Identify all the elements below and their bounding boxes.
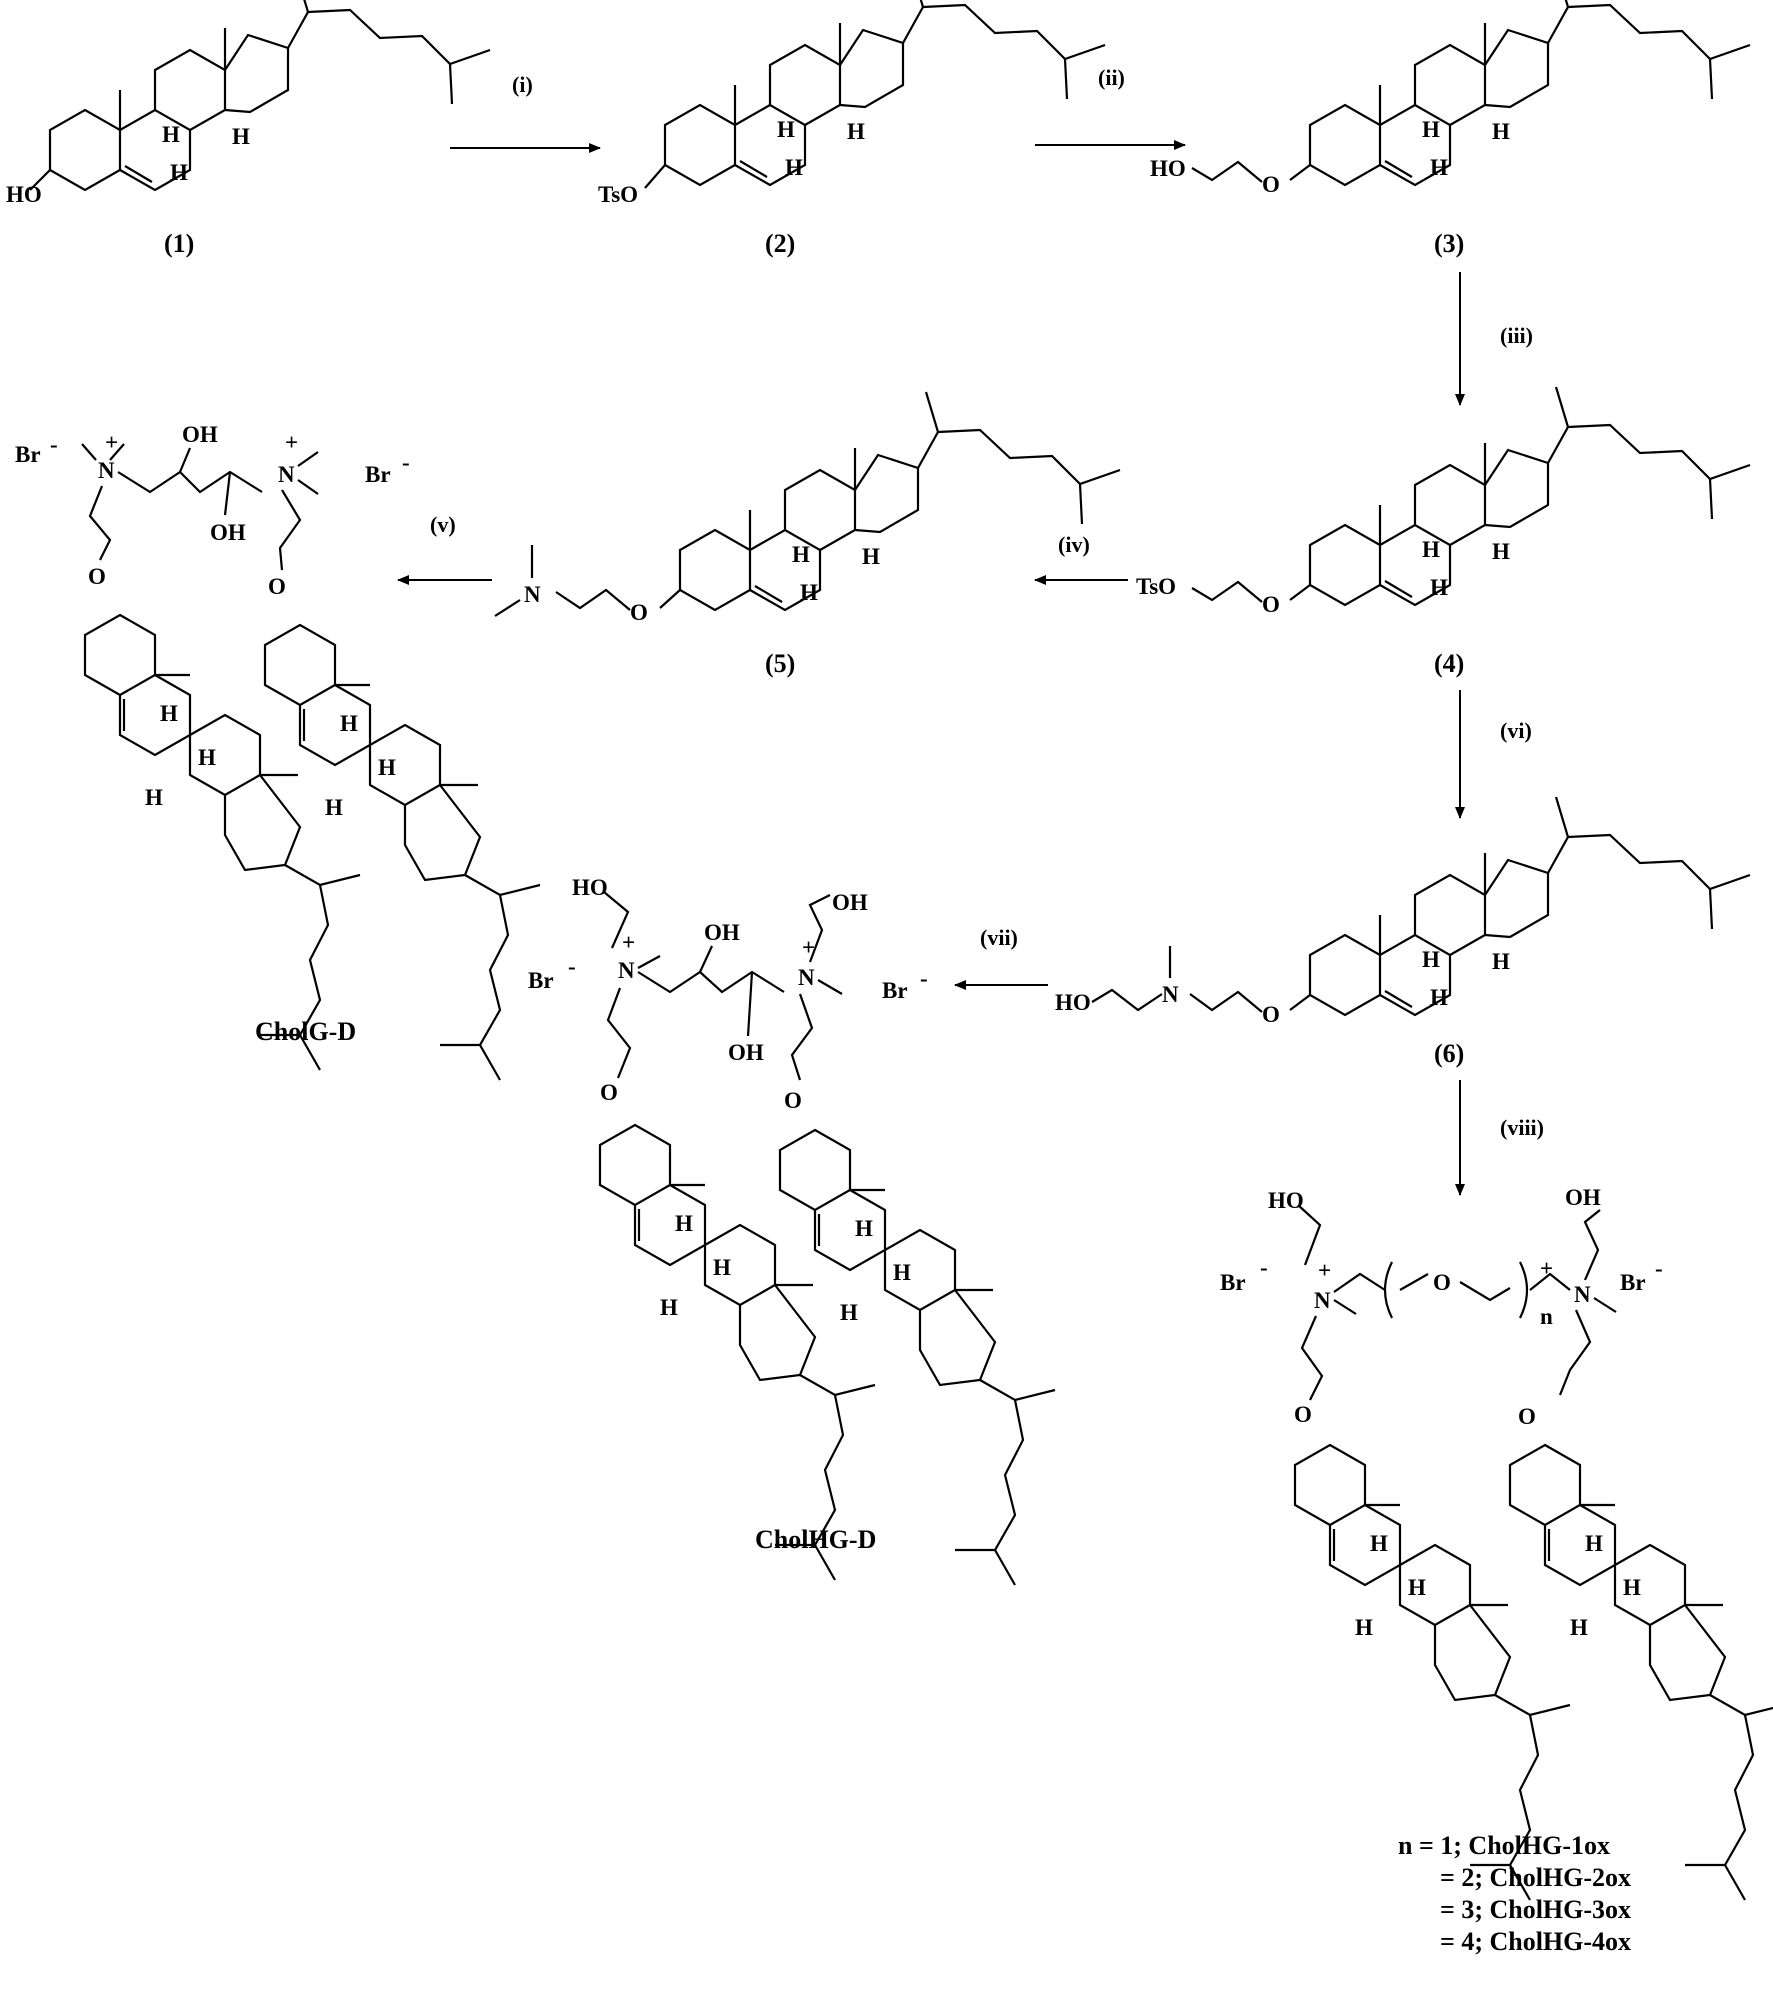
step-vi-label: (vi) <box>1500 718 1532 743</box>
step-vii-arrow: (vii) <box>954 925 1048 990</box>
product-series-legend: n = 1; CholHG-1ox = 2; CholHG-2ox = 3; C… <box>1398 1831 1631 1956</box>
product-cholhg-d-label: CholHG-D <box>755 1525 876 1554</box>
compound-2-label: (2) <box>765 229 795 258</box>
ether-oxygen: O <box>600 1080 618 1105</box>
amine-nitrogen: N <box>524 582 541 607</box>
repeat-count-n: n <box>1540 1304 1553 1329</box>
ether-oxygen: O <box>1262 592 1280 617</box>
ether-oxygen: O <box>784 1088 802 1113</box>
ether-oxygen: O <box>1262 172 1280 197</box>
product-cholhg-d: HO Br - N + OH OH N + OH Br - O O CholHG… <box>528 875 1057 1587</box>
negative-charge: - <box>568 954 576 979</box>
product-cholhg-nox: HO Br - N + O n N N + OH Br - O O <box>1220 1185 1773 1902</box>
compound-6-label: (6) <box>1434 1039 1464 1068</box>
negative-charge: - <box>402 450 410 475</box>
bromide-anion: Br <box>365 462 391 487</box>
positive-charge: + <box>285 430 298 455</box>
step-viii-arrow: (viii) <box>1455 1080 1544 1196</box>
hydroxyl-group: OH <box>704 920 740 945</box>
legend-entry: = 4; CholHG-4ox <box>1440 1927 1631 1956</box>
step-v-arrow: (v) <box>397 512 492 585</box>
compound-5: O N (5) <box>494 390 1122 678</box>
quaternary-nitrogen: N <box>278 462 295 487</box>
hydroxyl-group: HO <box>572 875 608 900</box>
step-viii-label: (viii) <box>1500 1115 1544 1140</box>
ether-oxygen: O <box>88 564 106 589</box>
compound-5-label: (5) <box>765 649 795 678</box>
hydroxyl-group: HO <box>1055 990 1091 1015</box>
hydroxyl-group: HO <box>6 182 42 207</box>
positive-charge: + <box>105 430 118 455</box>
step-ii-label: (ii) <box>1098 65 1125 90</box>
bromide-anion: Br <box>1620 1270 1646 1295</box>
step-iv-arrow: (iv) <box>1034 532 1128 585</box>
quaternary-nitrogen: N <box>98 458 115 483</box>
ether-oxygen: O <box>268 574 286 599</box>
bromide-anion: Br <box>882 978 908 1003</box>
hydroxyl-group: HO <box>1268 1188 1304 1213</box>
positive-charge: + <box>802 935 815 960</box>
product-cholg-d: Br - N + OH OH N + Br - O O CholG-D <box>15 422 542 1082</box>
compound-1-label: (1) <box>164 229 194 258</box>
tosylate-group: TsO <box>1136 574 1176 599</box>
step-iv-label: (iv) <box>1058 532 1090 557</box>
bromide-anion: Br <box>15 442 41 467</box>
hydroxyl-group: OH <box>210 520 246 545</box>
compound-4-label: (4) <box>1434 649 1464 678</box>
hydroxyl-group: OH <box>832 890 868 915</box>
ether-oxygen: O <box>630 600 648 625</box>
bromide-anion: Br <box>1220 1270 1246 1295</box>
legend-entry: n = 1; CholHG-1ox <box>1398 1831 1610 1860</box>
quaternary-nitrogen: N <box>618 958 635 983</box>
compound-6: O N HO (6) <box>1055 795 1752 1068</box>
negative-charge: - <box>1260 1255 1268 1280</box>
step-iii-arrow: (iii) <box>1455 272 1533 406</box>
step-vi-arrow: (vi) <box>1455 690 1532 819</box>
legend-entry: = 2; CholHG-2ox <box>1440 1863 1631 1892</box>
positive-charge: + <box>622 930 635 955</box>
ether-oxygen: O <box>1294 1402 1312 1427</box>
ether-oxygen: O <box>1433 1270 1451 1295</box>
legend-entry: = 3; CholHG-3ox <box>1440 1895 1631 1924</box>
quaternary-nitrogen: N <box>1574 1282 1591 1307</box>
product-cholg-d-label: CholG-D <box>255 1017 356 1046</box>
positive-charge: + <box>1318 1258 1331 1283</box>
compound-4: O TsO (4) <box>1136 385 1752 678</box>
step-v-label: (v) <box>430 512 456 537</box>
positive-charge: + <box>1540 1256 1553 1281</box>
hydroxyl-group: OH <box>182 422 218 447</box>
amine-nitrogen: N <box>1162 982 1179 1007</box>
step-i-label: (i) <box>512 72 533 97</box>
negative-charge: - <box>50 432 58 457</box>
tosylate-group: TsO <box>598 182 638 207</box>
hydroxyl-group: HO <box>1150 156 1186 181</box>
step-iii-label: (iii) <box>1500 323 1533 348</box>
hydroxyl-group: OH <box>1565 1185 1601 1210</box>
step-ii-arrow: (ii) <box>1035 65 1186 150</box>
compound-1: HO (1) <box>6 0 492 258</box>
compound-2: TsO (2) <box>598 0 1107 258</box>
negative-charge: - <box>920 966 928 991</box>
compound-3: O HO (3) <box>1150 0 1752 258</box>
bromide-anion: Br <box>528 968 554 993</box>
negative-charge: - <box>1655 1256 1663 1281</box>
compound-3-label: (3) <box>1434 229 1464 258</box>
step-vii-label: (vii) <box>980 925 1018 950</box>
quaternary-nitrogen: N <box>798 965 815 990</box>
ether-oxygen: O <box>1262 1002 1280 1027</box>
ether-oxygen: O <box>1518 1404 1536 1429</box>
hydroxyl-group: OH <box>728 1040 764 1065</box>
step-i-arrow: (i) <box>450 72 601 153</box>
quaternary-nitrogen: N <box>1314 1288 1331 1313</box>
